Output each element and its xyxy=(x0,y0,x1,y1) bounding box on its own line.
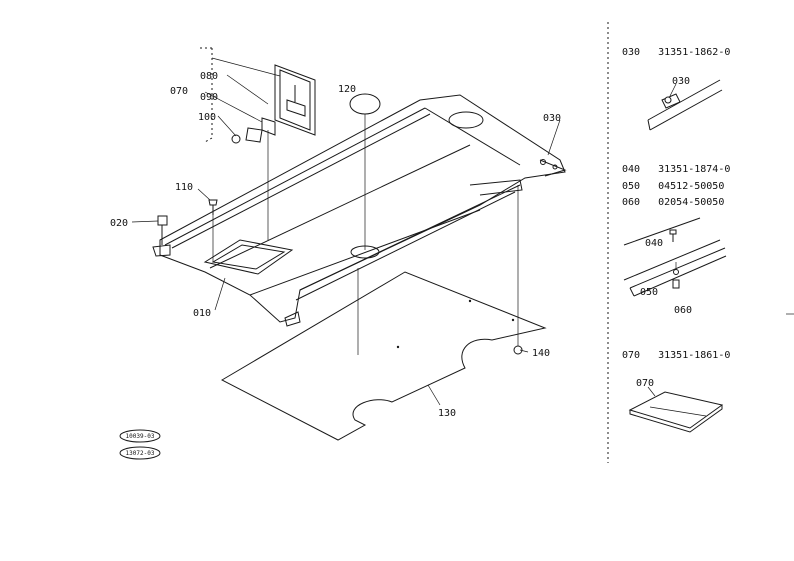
detail-callout-030: 030 xyxy=(672,76,690,87)
stamp-2: 13072-03 xyxy=(119,446,161,460)
detail-040-050-060: 040 050 060 xyxy=(623,217,727,316)
callout-030: 030 xyxy=(543,113,561,124)
group-bracket xyxy=(200,47,213,143)
callout-090: 090 xyxy=(200,92,218,103)
plate-090 xyxy=(261,117,276,136)
part-line-040: 040 31351-1874-0 xyxy=(622,164,730,175)
callout-010: 010 xyxy=(193,308,211,319)
detail-070: 070 xyxy=(628,378,724,433)
bolt-020 xyxy=(157,215,168,245)
part-line-050: 050 04512-50050 xyxy=(622,181,724,192)
detail-callout-060: 060 xyxy=(674,305,692,316)
callout-130: 130 xyxy=(438,408,456,419)
part-line-070: 070 31351-1861-0 xyxy=(622,350,730,361)
part-line-030: 030 31351-1862-0 xyxy=(622,47,730,58)
svg-text:13072-03: 13072-03 xyxy=(126,450,155,457)
detail-callout-050: 050 xyxy=(640,287,658,298)
callout-110: 110 xyxy=(175,182,193,193)
part-line-060: 060 02054-50050 xyxy=(622,197,724,208)
callout-100: 100 xyxy=(198,112,216,123)
callout-070: 070 xyxy=(170,86,188,97)
detail-callout-070: 070 xyxy=(636,378,654,389)
floor-panel-010 xyxy=(152,94,567,327)
callout-140: 140 xyxy=(532,348,550,359)
callout-080: 080 xyxy=(200,71,218,82)
svg-text:10039-03: 10039-03 xyxy=(126,433,155,440)
callout-120: 120 xyxy=(338,84,356,95)
floor-mat-130 xyxy=(220,271,547,441)
leader-lines xyxy=(131,57,561,406)
detail-030: 030 xyxy=(647,76,723,131)
inspection-cover-080 xyxy=(274,64,316,136)
callout-020: 020 xyxy=(110,218,128,229)
stamp-1: 10039-03 xyxy=(119,429,161,443)
bolt-100 xyxy=(231,127,263,144)
screw-110 xyxy=(208,199,218,215)
plug-120 xyxy=(349,93,381,115)
detail-callout-040: 040 xyxy=(645,238,663,249)
